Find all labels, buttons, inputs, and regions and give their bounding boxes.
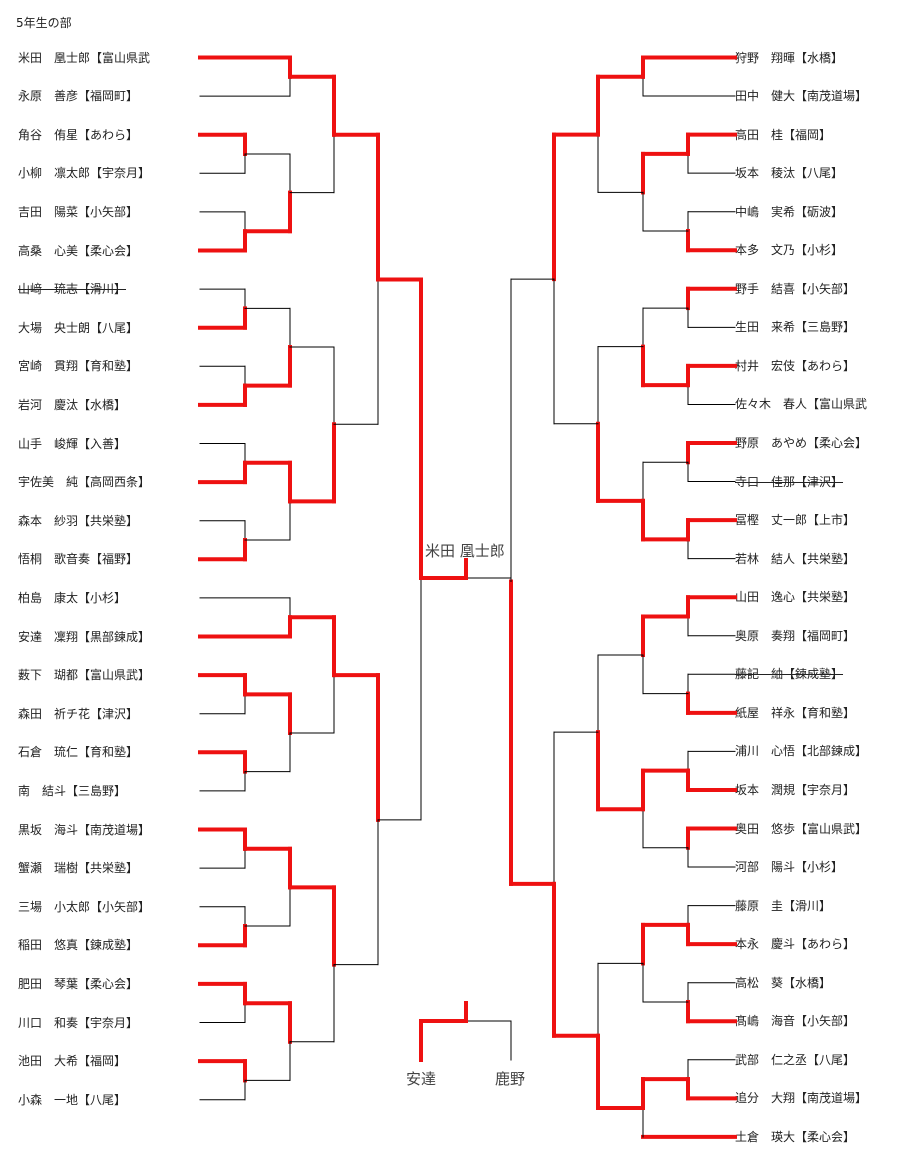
left-entrant-12: 森本 紗羽【共栄塾】 bbox=[18, 513, 139, 528]
right-entrant-2: 高田 桂【福岡】 bbox=[735, 127, 832, 142]
right-entrant-15: 奥原 奏翔【福岡町】 bbox=[735, 628, 856, 643]
left-entrant-15: 安達 凜翔【黒部鍊成】 bbox=[18, 629, 151, 644]
left-entrant-16: 薮下 瑚都【富山県武】 bbox=[18, 668, 151, 683]
right-entrant-8: 村井 宏伎【あわら】 bbox=[735, 358, 856, 373]
right-entrant-18: 浦川 心悟【北部鍊成】 bbox=[735, 744, 868, 759]
right-entrant-28: 土倉 瑛大【柔心会】 bbox=[735, 1129, 856, 1144]
left-entrant-24: 肥田 琴葉【柔心会】 bbox=[18, 976, 139, 991]
left-entrant-8: 宮崎 貫翔【育和塾】 bbox=[18, 359, 139, 374]
right-entrant-0: 狩野 翔暉【水橋】 bbox=[735, 50, 844, 65]
right-entrant-25: 髙嶋 海音【小矢部】 bbox=[735, 1014, 856, 1029]
left-entrant-2: 角谷 侑星【あわら】 bbox=[18, 127, 139, 142]
left-entrant-7: 大場 央士朗【八尾】 bbox=[18, 320, 139, 335]
right-entrant-5: 本多 文乃【小杉】 bbox=[735, 243, 844, 258]
right-entrant-19: 坂本 潤規【宇奈月】 bbox=[735, 782, 856, 797]
right-entrant-3: 坂本 稜汰【八尾】 bbox=[735, 166, 844, 181]
right-entrant-6: 野手 結喜【小矢部】 bbox=[735, 281, 856, 296]
left-entrant-1: 永原 善彦【福岡町】 bbox=[18, 89, 139, 104]
left-entrant-19: 南 結斗【三島野】 bbox=[18, 783, 127, 798]
left-entrant-18: 石倉 琉仁【育和塾】 bbox=[18, 745, 139, 760]
left-entrant-10: 山手 峻輝【入善】 bbox=[18, 436, 127, 451]
third-place-left: 安達 bbox=[406, 1070, 437, 1088]
left-entrant-11: 宇佐美 純【高岡西条】 bbox=[18, 475, 151, 490]
champion-name: 米田 凰士郎 bbox=[425, 542, 505, 560]
right-entrant-12: 冨樫 丈一郎【上市】 bbox=[735, 513, 856, 528]
left-entrant-4: 吉田 陽菜【小矢部】 bbox=[18, 204, 139, 219]
right-entrant-14: 山田 逸心【共栄塾】 bbox=[735, 590, 856, 605]
right-entrant-17: 紙屋 祥永【育和塾】 bbox=[735, 705, 856, 720]
left-entrant-14: 柏島 康太【小杉】 bbox=[18, 590, 127, 605]
left-entrant-17: 森田 祈チ花【津沢】 bbox=[18, 706, 139, 721]
right-entrant-27: 追分 大翔【南茂道場】 bbox=[735, 1091, 868, 1106]
left-entrant-23: 稲田 悠真【鍊成塾】 bbox=[18, 938, 139, 953]
right-entrant-20: 奥田 悠歩【富山県武】 bbox=[735, 821, 868, 836]
left-entrant-26: 池田 大希【福岡】 bbox=[18, 1054, 127, 1069]
right-entrant-7: 生田 来希【三島野】 bbox=[735, 320, 856, 335]
left-entrant-25: 川口 和奏【宇奈月】 bbox=[18, 1015, 139, 1030]
right-entrant-24: 高松 葵【水橋】 bbox=[735, 975, 832, 990]
right-entrant-26: 武部 仁之丞【八尾】 bbox=[735, 1052, 856, 1067]
left-entrant-6: 山﨑 琉志【滑川】 bbox=[18, 282, 127, 297]
right-entrant-1: 田中 健大【南茂道場】 bbox=[735, 89, 868, 104]
left-entrant-13: 悟桐 歌音奏【福野】 bbox=[18, 552, 139, 567]
left-entrant-3: 小柳 凛太郎【宇奈月】 bbox=[18, 166, 151, 181]
right-entrant-13: 若林 結人【共栄塾】 bbox=[735, 551, 856, 566]
bracket-title: 5年生の部 bbox=[16, 16, 72, 30]
right-entrant-10: 野原 あやめ【柔心会】 bbox=[735, 436, 868, 450]
right-entrant-21: 河部 陽斗【小杉】 bbox=[735, 860, 844, 875]
left-entrant-20: 黒坂 海斗【南茂道場】 bbox=[18, 822, 151, 837]
left-entrant-5: 高桑 心美【柔心会】 bbox=[18, 243, 139, 258]
left-entrant-9: 岩河 慶汰【水橋】 bbox=[18, 397, 127, 412]
left-entrant-27: 小森 一地【八尾】 bbox=[18, 1092, 127, 1107]
right-entrant-23: 本永 慶斗【あわら】 bbox=[735, 937, 856, 952]
third-place-right: 鹿野 bbox=[495, 1070, 526, 1088]
right-entrant-11: 寺口 佳那【津沢】 bbox=[735, 474, 844, 489]
left-entrant-21: 蟹瀬 瑞樹【共栄塾】 bbox=[18, 861, 139, 876]
right-entrant-22: 藤原 圭【滑川】 bbox=[735, 898, 832, 913]
left-entrant-0: 米田 凰士郎【富山県武 bbox=[18, 50, 151, 65]
right-entrant-16: 藤記 紬【鍊成塾】 bbox=[735, 667, 844, 682]
left-entrant-22: 三場 小太郎【小矢部】 bbox=[18, 899, 151, 914]
right-entrant-9: 佐々木 春人【富山県武 bbox=[735, 397, 868, 412]
right-entrant-4: 中嶋 実希【砺波】 bbox=[735, 204, 844, 219]
